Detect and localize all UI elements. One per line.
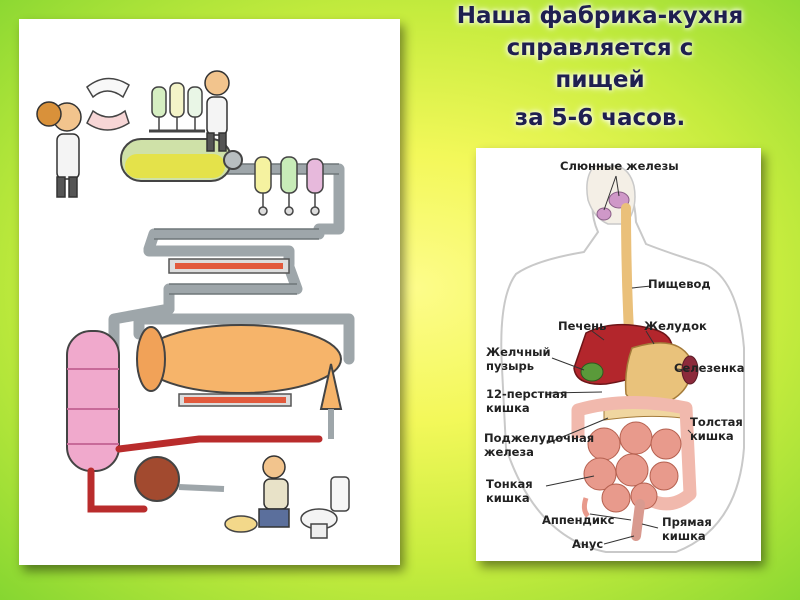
bucket [224,515,258,533]
title-line-1: Наша фабрика-кухня [456,3,744,29]
factory-drawing [36,70,355,539]
label-spleen: Селезенка [674,361,745,375]
pink-boiler [66,330,120,472]
label-colon-2: кишка [690,429,734,443]
label-anus: Анус [572,537,604,551]
mixing-tank [120,138,243,182]
label-duodenum-2: кишка [486,401,530,415]
label-pancreas-1: Поджелудочная [484,431,595,445]
label-appendix: Аппендикс [542,513,615,527]
sitting-man [258,455,290,528]
torso-outline [500,176,745,553]
anatomy-drawing [500,165,745,553]
top-flasks [149,82,205,133]
title-line-2: справляется с [506,35,694,61]
title-line-4: за 5-6 часов. [514,105,686,131]
label-salivary-glands: Слюнные железы [560,159,679,173]
label-rectum-2: кишка [662,529,706,543]
red-pump [87,435,323,513]
label-gallbladder-2: пузырь [486,359,535,373]
title-line-3: пищей [555,67,645,93]
label-esophagus: Пищевод [648,277,711,291]
label-liver: Печень [558,319,607,333]
cook-right [204,70,230,152]
pump-sphere [134,456,180,502]
label-pancreas-2: железа [484,445,534,459]
factory-illustration [19,19,400,565]
pointer-lines [545,175,692,545]
orange-tank [136,324,343,439]
small-intestine-shape [583,421,682,513]
anatomy-diagram: Слюнные железы Пищевод Печень Желудок Же… [476,148,761,561]
heating-grill [168,258,290,274]
label-small-intestine-1: Тонкая [486,477,533,491]
side-flasks [254,156,324,216]
colon-shape [571,395,697,511]
cook-left [36,101,82,198]
teeth [86,77,130,131]
label-gallbladder-1: Желчный [486,345,551,359]
label-colon-1: Толстая [690,415,743,429]
pipe-network [108,163,355,365]
label-duodenum-1: 12-перстная [486,387,568,401]
label-small-intestine-2: кишка [486,491,530,505]
slide-title: Наша фабрика-кухня справляется с пищей з… [440,0,760,134]
toilet [300,476,350,539]
label-rectum-1: Прямая [662,515,712,529]
label-stomach: Желудок [644,319,707,333]
